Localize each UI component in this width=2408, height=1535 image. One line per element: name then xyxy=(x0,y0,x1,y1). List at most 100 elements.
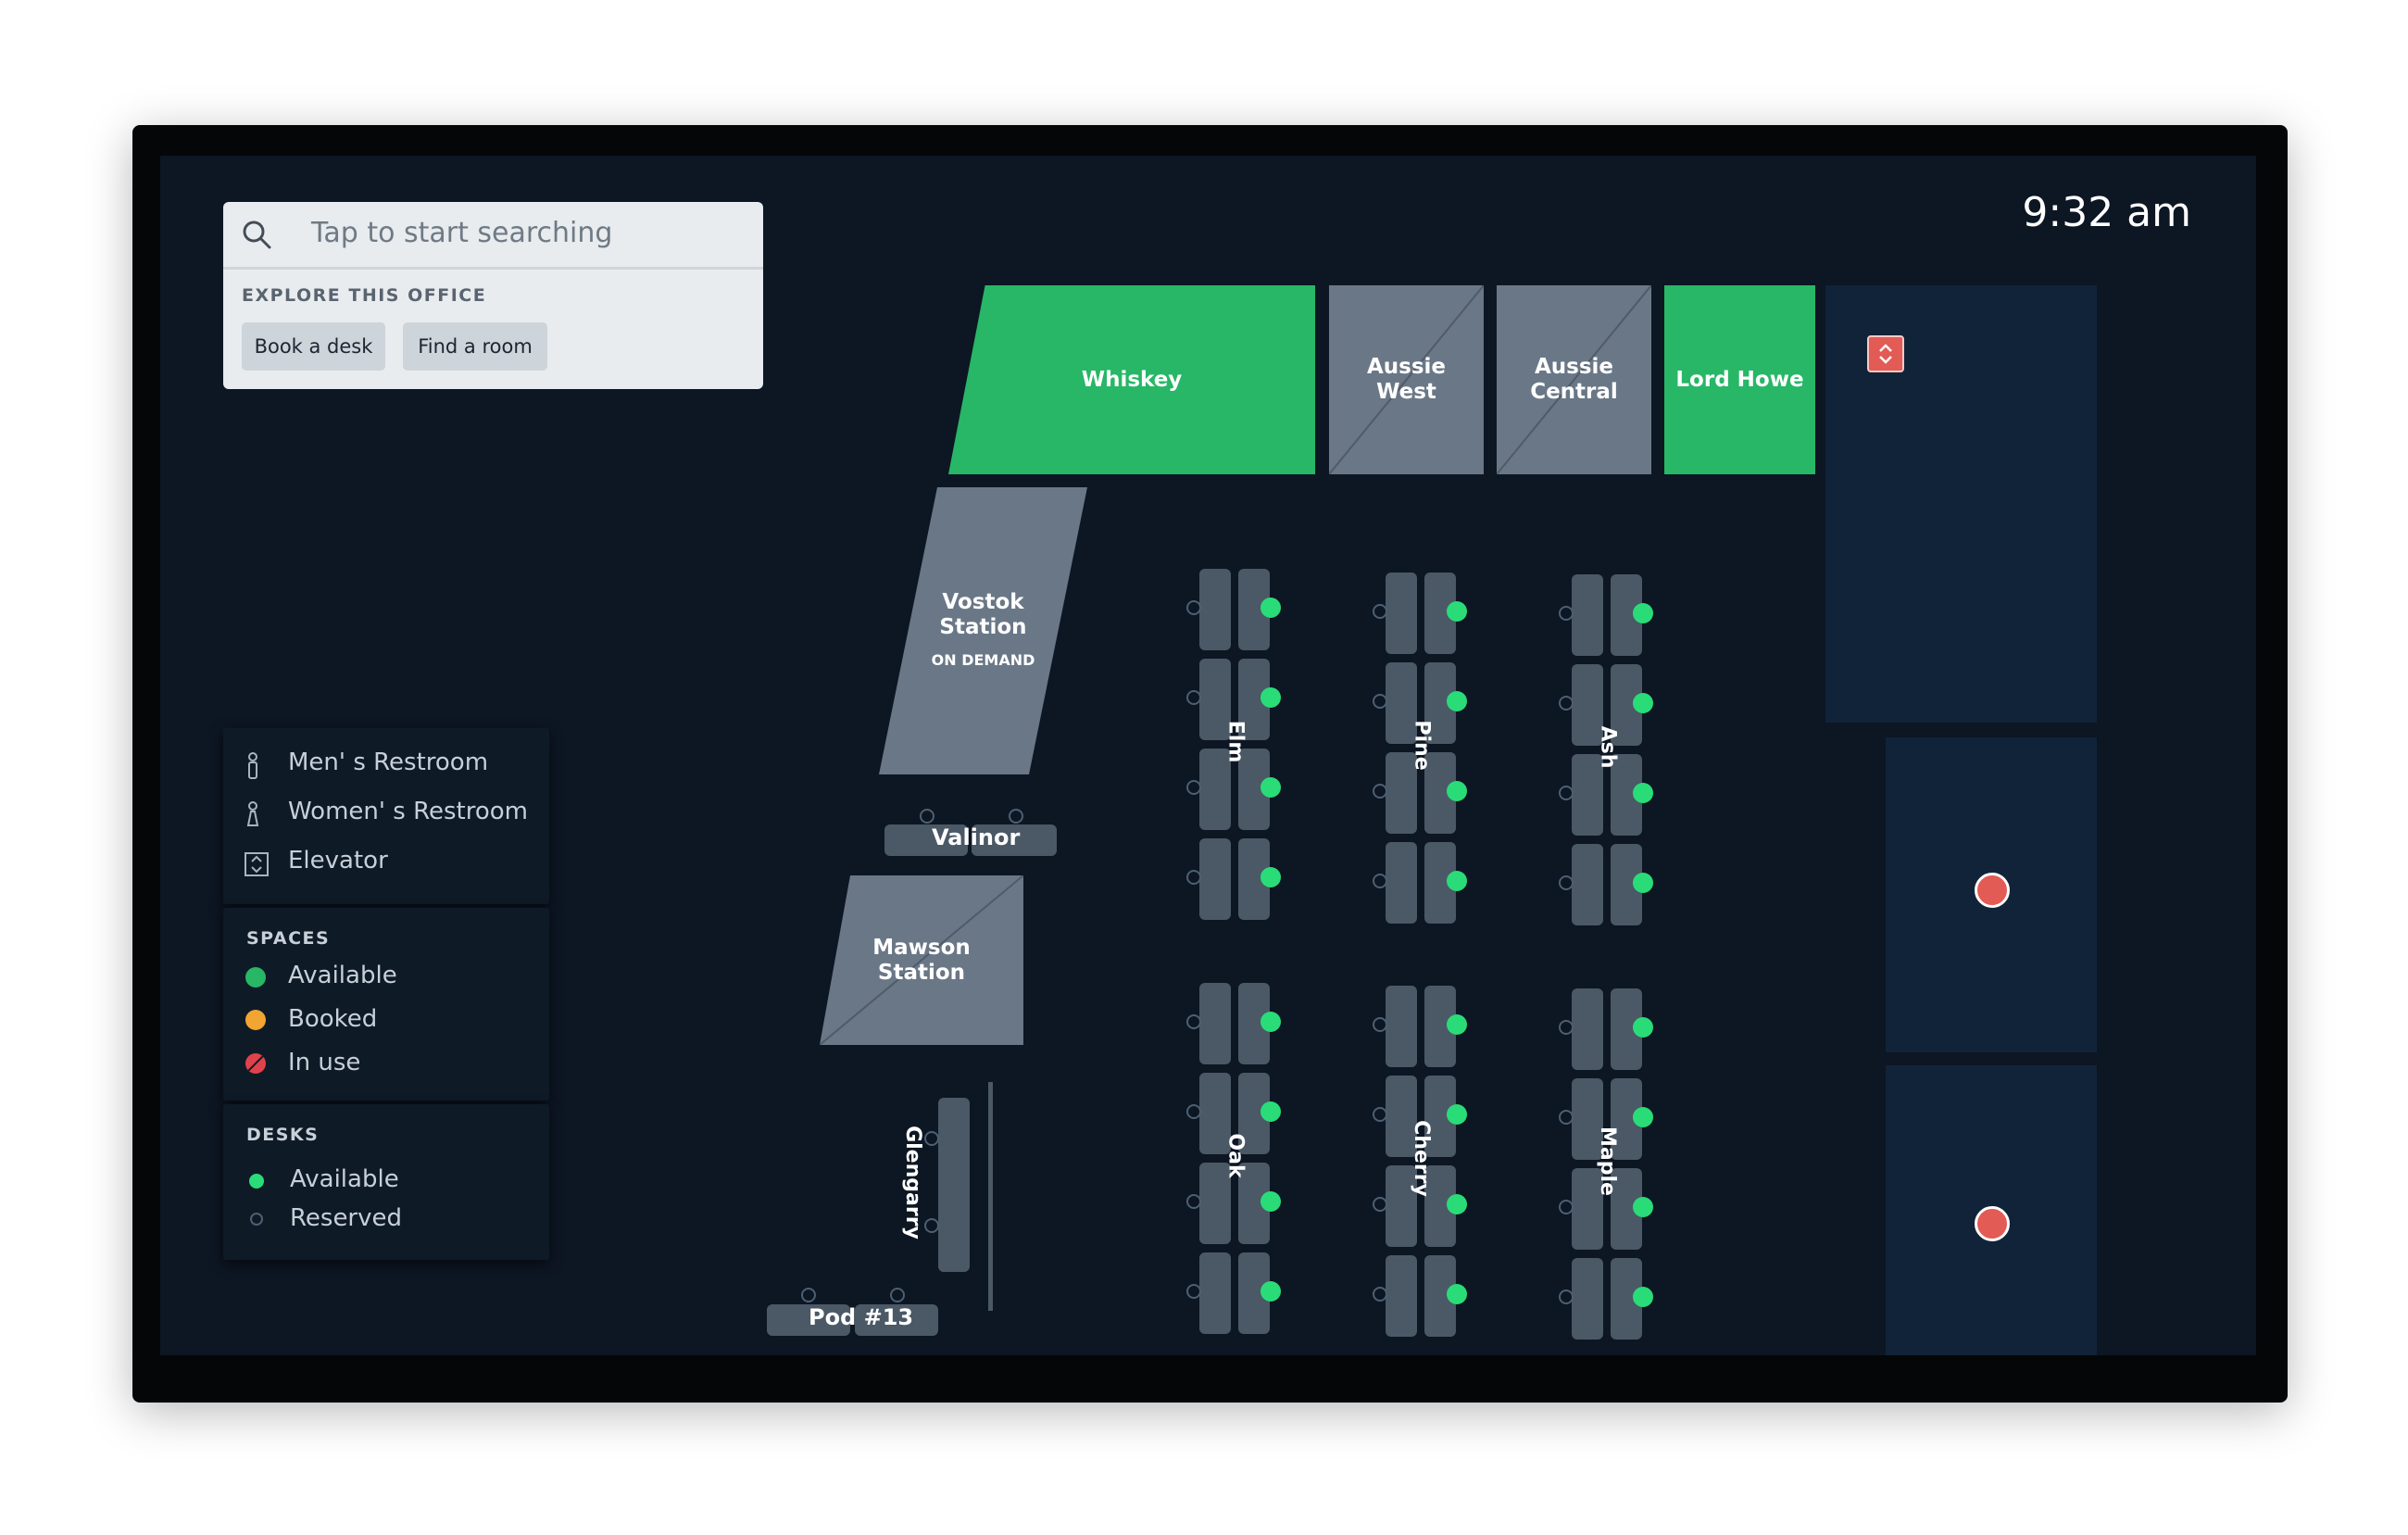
desk-bank-label: Maple xyxy=(1595,1126,1619,1196)
desk-reserved-dot xyxy=(1373,1017,1387,1032)
desk-available-dot xyxy=(1260,1101,1281,1122)
desk-reserved-dot xyxy=(1186,1014,1201,1029)
desk-bank-label: Cherry xyxy=(1409,1120,1433,1197)
desk[interactable] xyxy=(1199,749,1231,830)
desk[interactable] xyxy=(1199,1163,1231,1244)
legend-space-in-use: In use xyxy=(288,1049,361,1076)
room-lord-howe[interactable]: Lord Howe xyxy=(1664,285,1815,474)
desk[interactable] xyxy=(1199,838,1231,920)
desk-bank-label: Elm xyxy=(1223,720,1247,763)
desk-bank-label: Ash xyxy=(1595,725,1619,769)
desk-available-dot xyxy=(1447,691,1467,711)
pod-13-desk-a[interactable] xyxy=(767,1304,850,1336)
glengarry-divider xyxy=(988,1082,993,1311)
desk-available-dot xyxy=(1260,1281,1281,1302)
desk-reserved-dot xyxy=(1186,780,1201,795)
desk[interactable] xyxy=(1572,754,1603,836)
desk[interactable] xyxy=(1572,1078,1603,1160)
desk[interactable] xyxy=(1386,1255,1417,1337)
desk[interactable] xyxy=(1386,1076,1417,1157)
desk-reserved-dot xyxy=(1009,809,1023,824)
desk-reserved-swatch xyxy=(250,1213,263,1226)
room-lord-howe-label: Lord Howe xyxy=(1675,367,1804,392)
desk-reserved-dot xyxy=(924,1218,939,1233)
desk[interactable] xyxy=(1386,662,1417,744)
desk-reserved-dot xyxy=(1559,1020,1574,1035)
legend-spaces: SPACES Available Booked In use xyxy=(223,908,549,1101)
desk[interactable] xyxy=(1386,752,1417,834)
desk-available-dot xyxy=(1633,1107,1653,1127)
desk[interactable] xyxy=(1386,986,1417,1067)
room-aussie-west-label: Aussie West xyxy=(1366,355,1447,404)
clock: 9:32 am xyxy=(2022,189,2191,236)
desk-reserved-dot xyxy=(1373,1107,1387,1122)
legend-spaces-heading: SPACES xyxy=(246,928,331,949)
desk[interactable] xyxy=(1199,569,1231,650)
legend-womens-restroom: Women' s Restroom xyxy=(288,798,529,825)
desk-available-dot xyxy=(1260,867,1281,887)
available-space-swatch xyxy=(245,967,266,988)
desk[interactable] xyxy=(1572,1168,1603,1250)
desk-available-dot xyxy=(1633,1197,1653,1217)
man-icon[interactable] xyxy=(1975,873,2010,908)
room-vostok-station[interactable]: Vostok Station ON DEMAND xyxy=(879,487,1087,774)
desk[interactable] xyxy=(1199,1073,1231,1154)
desk-reserved-dot xyxy=(1186,690,1201,705)
desk-reserved-dot xyxy=(1186,1104,1201,1119)
desk[interactable] xyxy=(1572,844,1603,925)
desk-reserved-dot xyxy=(1559,606,1574,621)
pod-valinor-desk-a[interactable] xyxy=(884,824,968,856)
room-whiskey[interactable]: Whiskey xyxy=(948,285,1315,474)
legend-facilities: Men' s Restroom Women' s Restroom Elevat… xyxy=(223,728,549,904)
pod-glengarry-label: Glengarry xyxy=(900,1126,924,1239)
desk-reserved-dot xyxy=(1373,694,1387,709)
explore-heading: EXPLORE THIS OFFICE xyxy=(242,285,487,306)
desk-available-dot xyxy=(1447,601,1467,622)
pod-valinor-desk-b[interactable] xyxy=(972,824,1057,856)
room-aussie-west[interactable]: Aussie West xyxy=(1329,285,1484,474)
room-aussie-central[interactable]: Aussie Central xyxy=(1497,285,1651,474)
man-icon xyxy=(248,752,257,779)
desk-reserved-dot xyxy=(1373,784,1387,799)
desk[interactable] xyxy=(1386,842,1417,924)
search-bar[interactable]: Tap to start searching xyxy=(223,202,763,270)
desk[interactable] xyxy=(1199,983,1231,1064)
desk-reserved-dot xyxy=(1559,786,1574,800)
search-icon xyxy=(243,220,271,249)
desk-reserved-dot xyxy=(1559,1200,1574,1214)
desk-available-dot xyxy=(1447,1104,1467,1125)
desk-bank-label: Oak xyxy=(1223,1133,1248,1178)
pod-13-desk-b[interactable] xyxy=(855,1304,938,1336)
book-desk-button[interactable]: Book a desk xyxy=(242,322,385,371)
woman-icon[interactable] xyxy=(1975,1206,2010,1241)
legend-desk-available: Available xyxy=(290,1165,399,1193)
desk-available-dot xyxy=(1633,1287,1653,1307)
legend-desk-reserved: Reserved xyxy=(290,1204,403,1232)
booked-swatch xyxy=(245,1010,266,1030)
elevator-icon[interactable] xyxy=(1867,335,1904,372)
find-room-button[interactable]: Find a room xyxy=(403,322,547,371)
office-map-screen: Tap to start searching EXPLORE THIS OFFI… xyxy=(160,156,2256,1355)
search-input[interactable]: Tap to start searching xyxy=(311,217,613,249)
desk[interactable] xyxy=(1199,659,1231,740)
room-mawson-station[interactable]: Mawson Station xyxy=(820,875,1023,1045)
desk-available-dot xyxy=(1633,693,1653,713)
room-vostok-tag: ON DEMAND xyxy=(931,650,1035,669)
desk[interactable] xyxy=(1386,572,1417,654)
desk[interactable] xyxy=(1572,574,1603,656)
elevator-area xyxy=(1825,285,2097,723)
desk[interactable] xyxy=(1572,988,1603,1070)
desk[interactable] xyxy=(1199,1252,1231,1334)
desk[interactable] xyxy=(1572,1258,1603,1340)
desk-available-dot xyxy=(1260,1191,1281,1212)
desk[interactable] xyxy=(1386,1165,1417,1247)
desk-available-dot xyxy=(1447,1284,1467,1304)
desk-reserved-dot xyxy=(1559,1110,1574,1125)
pod-glengarry-desk[interactable] xyxy=(938,1098,970,1272)
legend-mens-restroom: Men' s Restroom xyxy=(288,749,489,776)
desk[interactable] xyxy=(1572,664,1603,746)
desk-available-dot xyxy=(1633,603,1653,623)
desk-available-dot xyxy=(1260,598,1281,618)
desk-reserved-dot xyxy=(924,1131,939,1146)
desk-available-swatch xyxy=(249,1174,264,1189)
